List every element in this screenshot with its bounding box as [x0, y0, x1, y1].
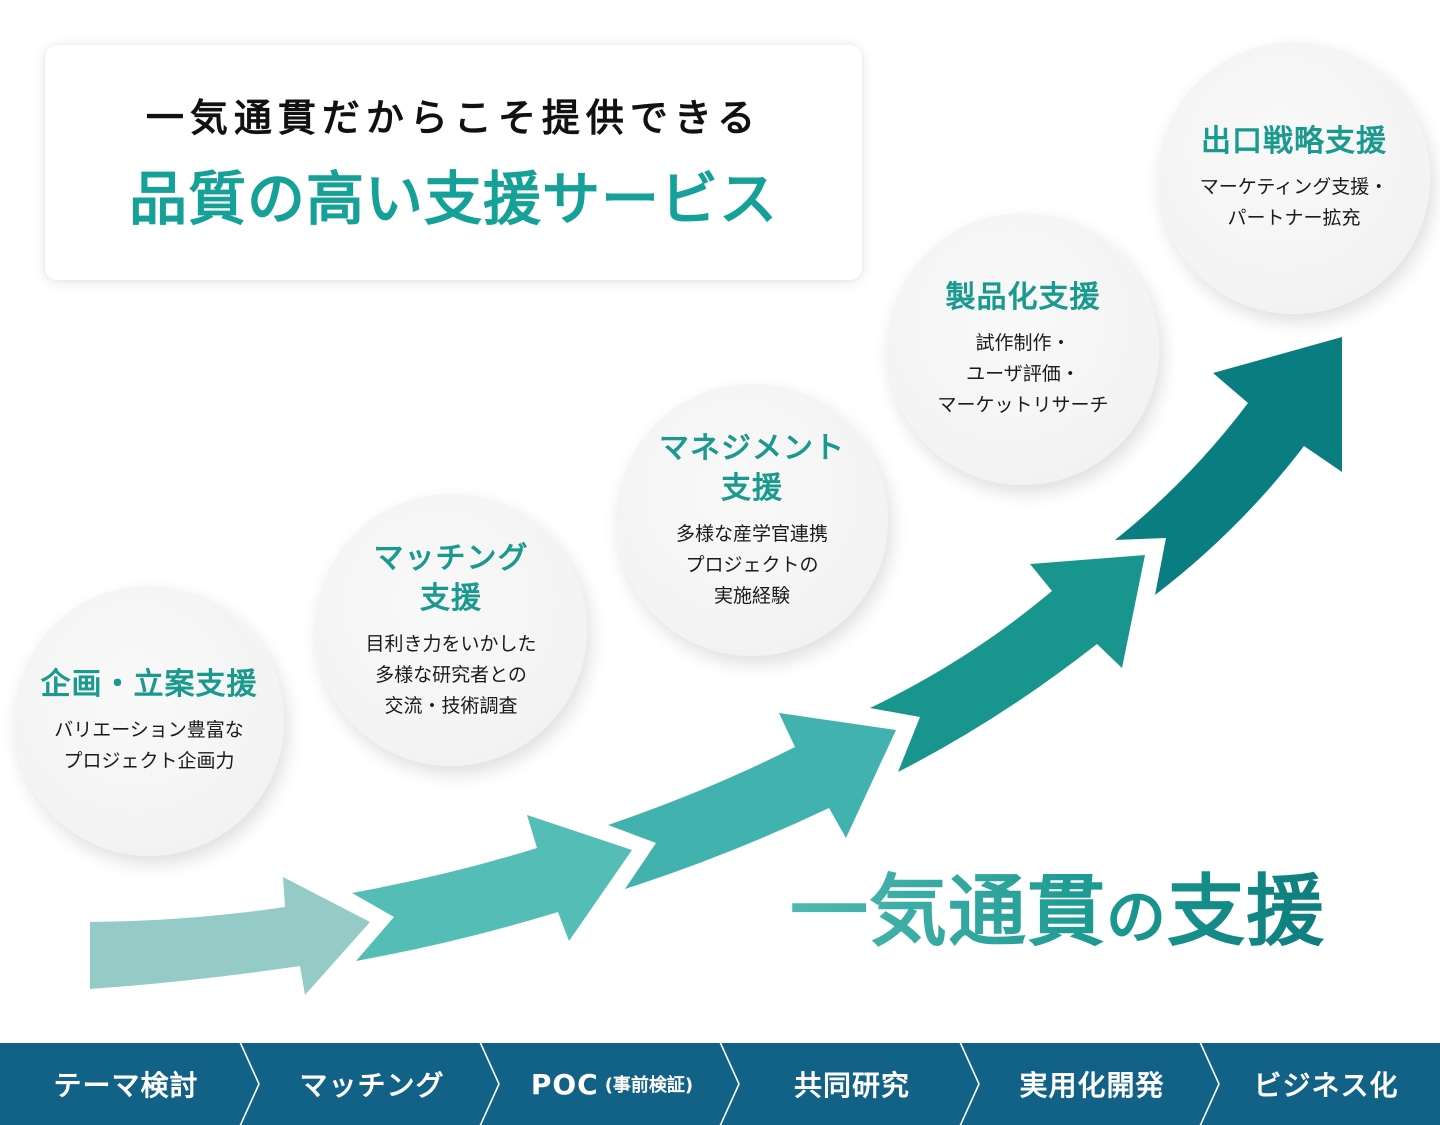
process-step-label: POC: [530, 1067, 599, 1101]
bubble-title: 製品化支援: [945, 279, 1101, 315]
chevron-separator-icon: [1199, 1043, 1220, 1125]
bubble-matching: マッチング 支援 目利き力をいかした 多様な研究者との 交流・技術調査: [315, 494, 587, 766]
slogan: 一気通貫の支援: [790, 862, 1325, 968]
chevron-separator-icon: [719, 1043, 740, 1125]
bubble-planning: 企画・立案支援 バリエーション豊富な プロジェクト企画力: [14, 586, 284, 856]
process-step-business: ビジネス化: [1212, 1043, 1440, 1125]
arrow-step-3: [608, 713, 896, 889]
process-step-practical-development: 実用化開発: [972, 1043, 1212, 1125]
process-step-poc: POC (事前検証): [492, 1043, 732, 1125]
process-step-label: 共同研究: [793, 1069, 910, 1102]
process-step-label: 実用化開発: [1019, 1069, 1165, 1102]
bubble-description: 試作制作・ ユーザ評価・ マーケットリサーチ: [937, 331, 1109, 416]
bubble-exit-strategy: 出口戦略支援 マーケティング支援・ パートナー拡充: [1158, 42, 1430, 314]
bubble-description: 目利き力をいかした 多様な研究者との 交流・技術調査: [365, 632, 537, 717]
slogan-part1: 一気通貫: [790, 867, 1107, 957]
process-step-matching: マッチング: [252, 1043, 492, 1125]
process-step-note: (事前検証): [604, 1075, 694, 1096]
headline-title: 品質の高い支援サービス: [128, 165, 778, 233]
process-step-label: マッチング: [299, 1069, 445, 1102]
headline-subtitle: 一気通貫だからこそ提供できる: [145, 96, 762, 140]
process-step-joint-research: 共同研究: [732, 1043, 972, 1125]
process-step-label: テーマ検討: [53, 1069, 199, 1102]
arrow-step-1: [90, 877, 370, 995]
bubble-title: マッチング 支援: [373, 540, 529, 616]
bubble-management: マネジメント 支援 多様な産学官連携 プロジェクトの 実施経験: [616, 384, 888, 656]
process-step-theme: テーマ検討: [0, 1043, 252, 1125]
chevron-separator-icon: [479, 1043, 500, 1125]
chevron-separator-icon: [239, 1043, 260, 1125]
chevron-separator-icon: [959, 1043, 980, 1125]
slogan-particle: の: [1106, 883, 1168, 953]
bubble-title: 企画・立案支援: [40, 667, 258, 702]
headline-card: 一気通貫だからこそ提供できる 品質の高い支援サービス: [45, 45, 862, 280]
arrow-step-5: [1115, 337, 1342, 595]
bubble-title: 出口戦略支援: [1201, 124, 1387, 159]
bubble-description: マーケティング支援・ パートナー拡充: [1199, 176, 1389, 229]
bubble-productization: 製品化支援 試作制作・ ユーザ評価・ マーケットリサーチ: [887, 213, 1159, 485]
arrow-step-2: [352, 815, 632, 961]
slogan-part2: 支援: [1167, 867, 1326, 957]
arrow-step-4: [870, 555, 1145, 772]
bubble-description: バリエーション豊富な プロジェクト企画力: [54, 719, 244, 772]
process-step-label: ビジネス化: [1253, 1069, 1399, 1102]
bubble-title: マネジメント 支援: [659, 430, 845, 506]
process-bar: テーマ検討 マッチング POC (事前検証) 共同研究 実用化開発 ビジネス化: [0, 1043, 1440, 1125]
bubble-description: 多様な産学官連携 プロジェクトの 実施経験: [675, 522, 828, 607]
